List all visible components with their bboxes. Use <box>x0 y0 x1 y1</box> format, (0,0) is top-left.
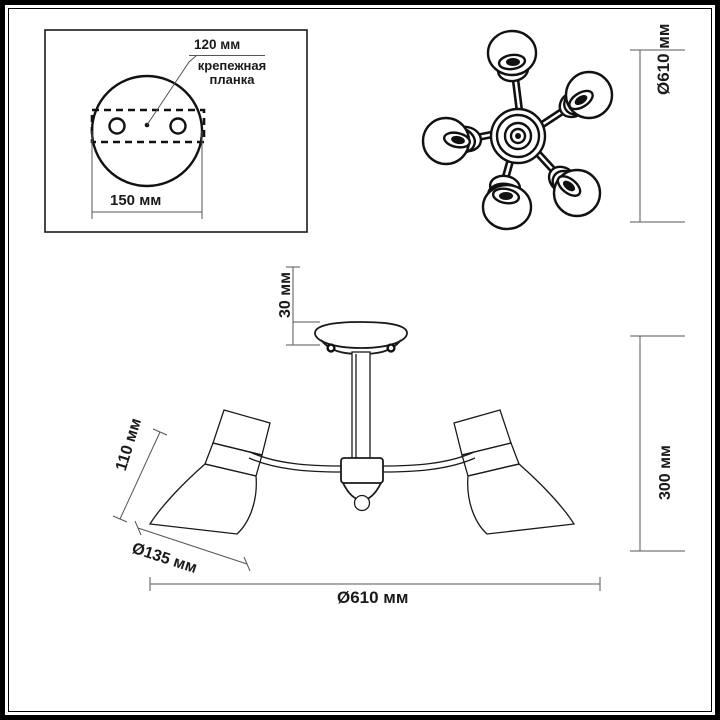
front-shade-right <box>453 409 576 535</box>
canopy-screw-right <box>386 343 396 353</box>
leader-line-120 <box>146 55 197 126</box>
label-mounting-bracket-line1: крепежная <box>197 58 267 73</box>
shade-left-bell <box>148 463 257 535</box>
label-mounting-bracket: крепежная планка <box>186 58 278 88</box>
plate-hole-right <box>169 117 187 135</box>
canopy <box>314 321 408 349</box>
plate-hole-left <box>108 117 126 135</box>
top-arm-4 <box>481 140 533 231</box>
top-arm-3 <box>525 140 602 218</box>
front-arm-right-top <box>382 451 475 467</box>
top-arm-1 <box>486 29 538 129</box>
front-hub-finial <box>353 494 371 512</box>
inner-border <box>8 8 712 712</box>
shade-right-bell <box>467 463 576 535</box>
mounting-plate-detail-box <box>44 29 308 233</box>
dim-line-135 <box>137 527 248 565</box>
dim-label-120mm: 120 мм <box>194 37 241 52</box>
dim-label-front-diameter-610mm: Ø610 мм <box>337 588 409 607</box>
front-shade-left <box>148 409 271 535</box>
label-mounting-bracket-line2: планка <box>209 72 255 88</box>
dim-label-150mm: 150 мм <box>110 192 162 209</box>
front-view-fixture <box>112 266 685 591</box>
front-arm-left-top <box>249 451 342 467</box>
top-hub-center <box>515 133 521 139</box>
canopy-screw-left <box>326 343 336 353</box>
front-arm-right-bottom <box>382 457 476 473</box>
top-view-fixture <box>421 29 685 231</box>
front-hub-body <box>340 457 384 484</box>
front-arm-left-bottom <box>248 457 342 473</box>
dim-line-110 <box>119 431 161 520</box>
